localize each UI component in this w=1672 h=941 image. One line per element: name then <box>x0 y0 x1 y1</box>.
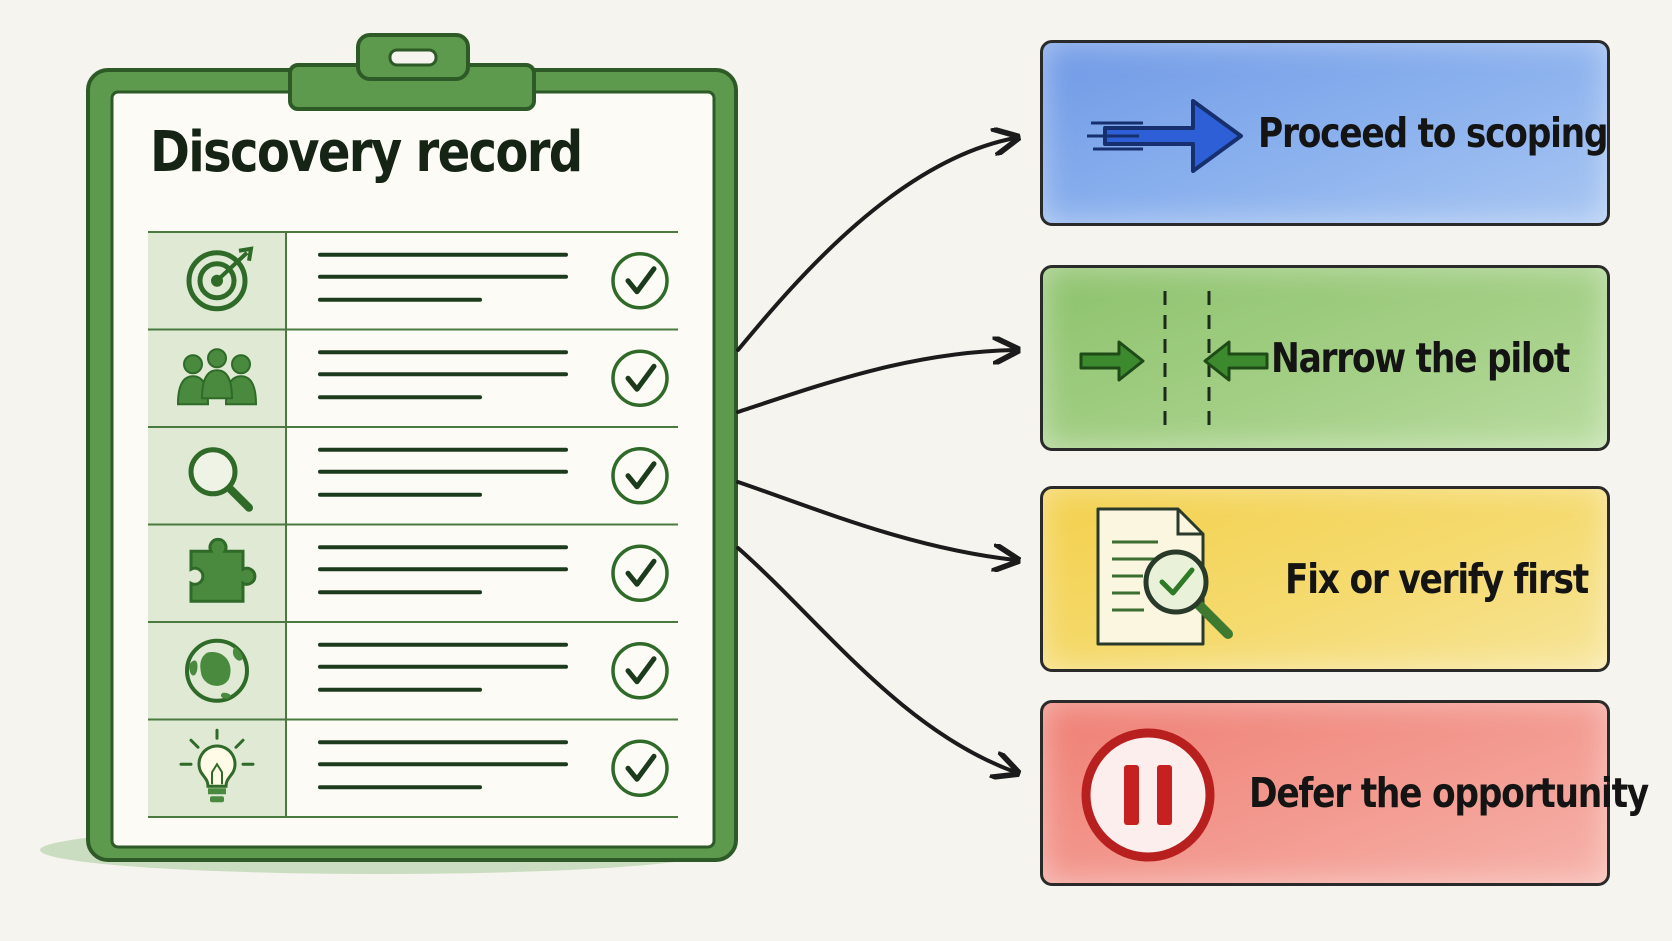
text-placeholder-lines <box>318 252 568 302</box>
connector-arrows <box>736 138 1015 772</box>
check-circle-icon <box>611 739 669 797</box>
outcome-label: Defer the opportunity <box>1249 769 1649 817</box>
document-verify-icon <box>1096 507 1233 646</box>
checklist-row <box>148 348 678 428</box>
check-circle-icon <box>611 642 669 700</box>
clipboard-clip <box>288 33 536 111</box>
checklist-row <box>148 447 678 526</box>
outcome-label: Fix or verify first <box>1285 555 1589 603</box>
check-circle-icon <box>611 349 669 407</box>
puzzle-piece-icon <box>189 537 257 603</box>
check-circle-icon <box>611 447 669 505</box>
text-placeholder-lines <box>318 642 568 692</box>
outcome-fix-or-verify-first: Fix or verify first <box>1040 486 1610 672</box>
outcome-label: Narrow the pilot <box>1271 334 1570 382</box>
checklist-row <box>148 537 678 623</box>
text-placeholder-lines <box>318 447 568 497</box>
check-circle-icon <box>611 544 669 602</box>
arrow-to-defer <box>736 546 1015 772</box>
text-placeholder-lines <box>318 350 568 400</box>
arrow-to-fix <box>736 480 1015 560</box>
outcome-defer-the-opportunity: Defer the opportunity <box>1040 700 1649 886</box>
target-icon <box>186 246 254 312</box>
check-circle-icon <box>611 252 669 310</box>
people-icon <box>176 348 258 406</box>
lightbulb-icon <box>179 728 255 803</box>
arrow-to-narrow <box>736 350 1015 414</box>
magnifier-icon <box>188 447 253 512</box>
checklist-row <box>148 728 678 818</box>
outcome-proceed-to-scoping: Proceed to scoping <box>1040 40 1610 226</box>
text-placeholder-lines <box>318 545 568 595</box>
page-title: Discovery record <box>150 120 583 185</box>
narrow-arrows-icon <box>1079 291 1269 431</box>
checklist-row <box>148 638 678 721</box>
arrow-to-proceed <box>736 138 1015 352</box>
outcome-label: Proceed to scoping <box>1258 109 1609 157</box>
globe-icon <box>185 638 249 703</box>
arrow-right-icon <box>1087 99 1243 173</box>
pause-icon <box>1081 728 1215 862</box>
checklist-row <box>148 246 678 331</box>
outcome-narrow-the-pilot: Narrow the pilot <box>1040 265 1610 451</box>
text-placeholder-lines <box>318 740 568 790</box>
